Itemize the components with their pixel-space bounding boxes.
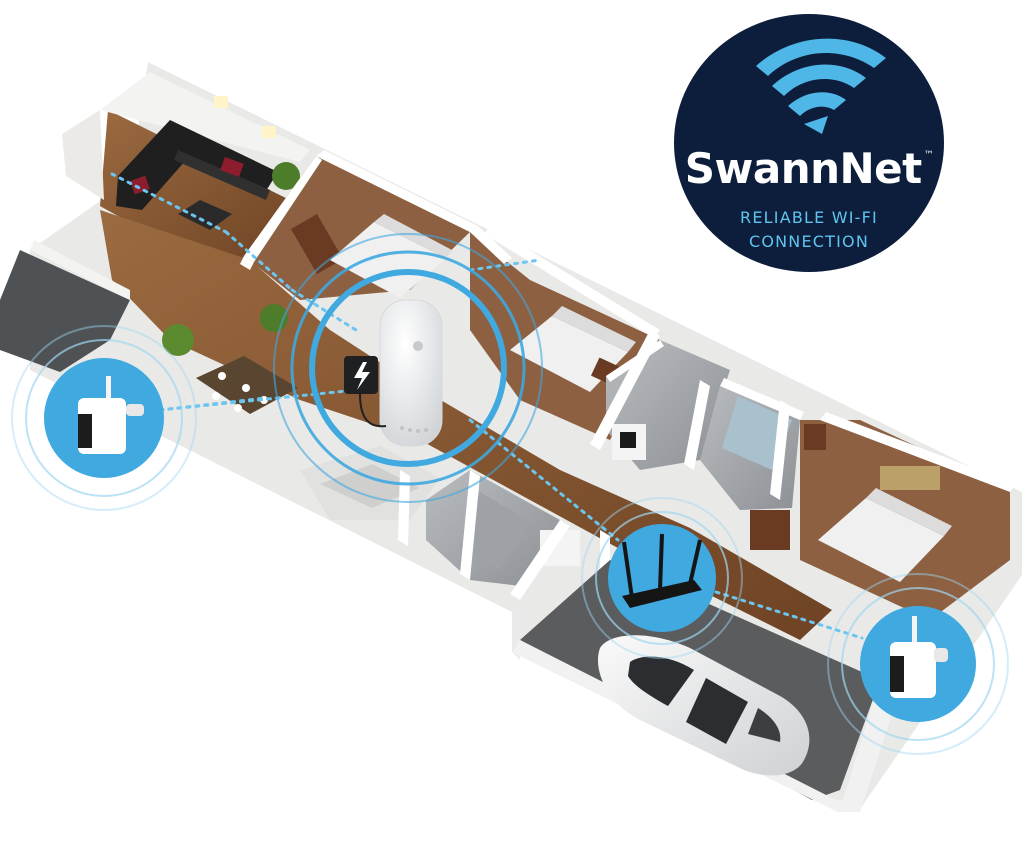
plant xyxy=(272,162,300,190)
camera-right-signal-rings xyxy=(827,573,1009,755)
camera-left-signal-rings xyxy=(11,325,197,511)
trademark-symbol: ™ xyxy=(923,150,934,161)
coffee-table xyxy=(178,200,232,230)
laundry xyxy=(426,470,580,586)
power-adapter-icon xyxy=(344,356,387,428)
dining-area xyxy=(196,356,298,414)
sofa xyxy=(116,120,278,210)
patio xyxy=(0,240,130,372)
wifi-signal-icon xyxy=(756,38,886,134)
car-icon xyxy=(597,635,810,776)
router-signal-rings xyxy=(581,497,743,659)
bed xyxy=(818,498,944,582)
wifi-connection-lines xyxy=(110,172,864,640)
security-camera-icon xyxy=(78,376,144,454)
bedroom-1 xyxy=(244,150,478,300)
bedroom-3 xyxy=(750,412,1016,620)
security-camera-icon xyxy=(890,616,948,698)
bed xyxy=(330,222,446,298)
tagline-line-2: CONNECTION xyxy=(748,232,870,251)
swannnet-hub-icon xyxy=(379,299,443,447)
hub-signal-rings xyxy=(273,233,543,503)
brand-text: SwannNet xyxy=(684,144,922,193)
wifi-router-icon xyxy=(622,533,702,608)
tagline-line-1: RELIABLE WI-FI xyxy=(740,208,878,227)
